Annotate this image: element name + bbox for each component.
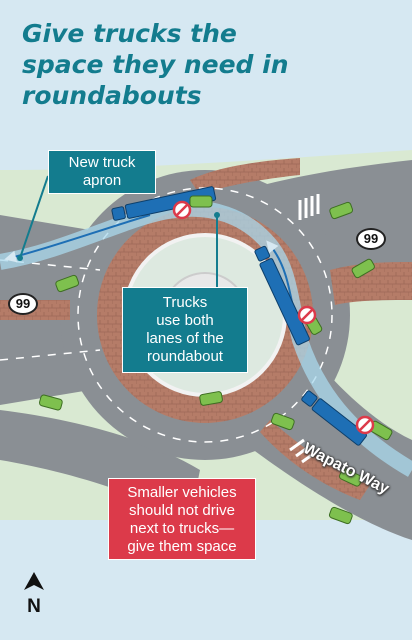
splitter-island-north bbox=[190, 158, 300, 195]
splitter-island-east bbox=[330, 262, 412, 305]
car bbox=[338, 468, 363, 487]
route-99-west-shield: 99 bbox=[8, 293, 38, 315]
car bbox=[328, 506, 353, 525]
car bbox=[189, 195, 213, 208]
truck bbox=[111, 186, 217, 221]
car bbox=[199, 391, 223, 406]
route-99-east-shield: 99 bbox=[356, 228, 386, 250]
truck bbox=[301, 390, 367, 446]
crosswalk bbox=[289, 438, 317, 464]
no-entry-icon bbox=[172, 200, 192, 220]
lanes-leader-dot bbox=[214, 212, 220, 218]
car bbox=[351, 258, 375, 279]
no-entry-icon bbox=[355, 415, 375, 435]
smaller-vehicles-warning: Smaller vehicles should not drive next t… bbox=[108, 478, 256, 560]
truck-path-arrow bbox=[4, 214, 151, 263]
page-title: Give trucks the space they need in round… bbox=[22, 19, 289, 110]
truck-lanes-callout: Trucks use both lanes of the roundabout bbox=[122, 287, 248, 373]
north-arrow: N bbox=[22, 572, 46, 618]
north-label: N bbox=[27, 596, 41, 617]
truck-apron-callout: New truck apron bbox=[48, 150, 156, 194]
apron-leader-dot bbox=[17, 255, 23, 261]
apron-leader-line bbox=[19, 175, 49, 259]
north-arrow-icon bbox=[24, 572, 44, 590]
car bbox=[329, 201, 354, 220]
car bbox=[38, 394, 63, 411]
car bbox=[270, 412, 295, 431]
truck bbox=[254, 245, 310, 346]
car bbox=[55, 274, 80, 293]
crosswalk bbox=[298, 194, 320, 220]
no-entry-icon bbox=[297, 305, 317, 325]
